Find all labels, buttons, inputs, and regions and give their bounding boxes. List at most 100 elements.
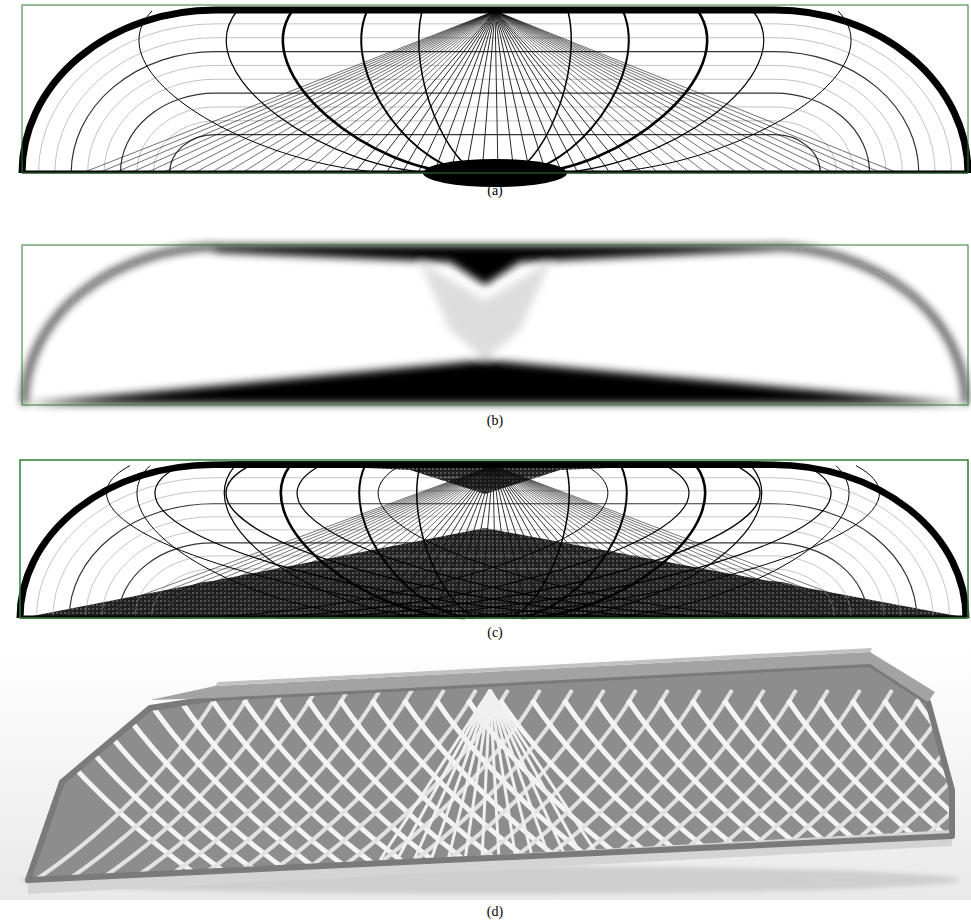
figure-stroke <box>495 11 850 173</box>
figure-stroke <box>210 11 495 173</box>
figure-stroke <box>495 11 882 173</box>
figure-stroke <box>493 466 864 618</box>
figure-stroke <box>166 466 608 618</box>
figure-stroke <box>69 504 917 618</box>
figure-stroke <box>419 11 484 173</box>
figure-stroke <box>226 11 442 173</box>
figure-stroke <box>495 11 818 173</box>
render-web <box>20 650 971 900</box>
figure-stroke <box>274 11 495 173</box>
figure-stroke <box>215 245 775 285</box>
figure-stroke <box>406 466 879 618</box>
figure-stroke <box>272 466 493 618</box>
figure-stroke <box>112 466 493 618</box>
figure-stroke <box>490 690 567 860</box>
figure-stroke <box>226 11 495 173</box>
figure-stroke <box>400 466 493 618</box>
figure-stroke <box>495 11 690 173</box>
figure-stroke <box>916 700 971 890</box>
figure-stroke <box>884 700 971 890</box>
figure-stroke <box>104 79 886 173</box>
figure-stroke <box>628 700 828 890</box>
figure-stroke <box>137 466 400 618</box>
figure-stroke <box>490 690 601 860</box>
render-ground <box>0 648 971 900</box>
figure-stroke <box>432 466 493 618</box>
figure-stroke <box>495 11 674 173</box>
figure-stroke <box>495 11 898 173</box>
figure-stroke <box>194 11 495 173</box>
figure-stroke <box>480 466 493 618</box>
figure-stroke <box>495 11 594 173</box>
figure-stroke <box>128 466 493 618</box>
figure-stroke <box>588 11 851 173</box>
design-domain <box>22 5 968 173</box>
figure-stroke <box>114 11 495 173</box>
figure-stroke <box>20 465 966 618</box>
panel-label: (a) <box>487 183 503 199</box>
figure-stroke <box>495 11 626 173</box>
figure-stroke <box>420 262 550 360</box>
figure-stroke <box>322 11 495 173</box>
figure-stroke <box>448 690 490 860</box>
figure-stroke <box>482 690 490 860</box>
top-flange-edge <box>215 648 872 686</box>
design-domain <box>20 460 968 618</box>
figure-stroke <box>24 360 966 404</box>
figure-stroke <box>226 466 689 618</box>
figure-stroke <box>820 700 971 890</box>
figure-stroke <box>418 11 495 173</box>
figure-stroke <box>506 11 571 173</box>
figure-stroke <box>297 466 760 618</box>
figure-stroke <box>24 247 217 404</box>
figure-stroke <box>548 11 764 173</box>
figure-stroke <box>495 11 706 173</box>
figure-stroke <box>660 700 860 890</box>
figure-stroke <box>495 11 642 173</box>
figure-stroke <box>490 690 533 860</box>
figure-stroke <box>495 11 754 173</box>
figure-stroke <box>98 11 495 173</box>
figure-stroke <box>107 466 580 618</box>
figure-stroke <box>80 466 493 618</box>
figure-stroke <box>290 11 495 173</box>
figure-stroke <box>495 11 770 173</box>
figure-stroke <box>370 11 495 173</box>
figure-stroke <box>495 11 658 173</box>
figure-stroke <box>102 530 884 618</box>
figure-stroke <box>756 700 956 890</box>
figure-stroke <box>724 700 924 890</box>
figure-stroke <box>55 38 935 173</box>
figure-stroke <box>276 466 760 618</box>
figure-stroke <box>130 11 495 173</box>
figure-stroke <box>493 466 832 618</box>
figure-stroke <box>495 11 802 173</box>
figure-stroke <box>397 690 490 860</box>
figure-stroke <box>490 690 584 860</box>
outer-chord <box>28 664 952 880</box>
figure-stroke <box>22 10 968 173</box>
figure-stroke <box>493 466 800 618</box>
figure-stroke <box>338 11 495 173</box>
figure-stroke <box>916 690 971 890</box>
figure-stroke <box>144 466 493 618</box>
figure-stroke <box>162 11 495 173</box>
figure-stroke <box>71 52 919 173</box>
figure-stroke <box>482 11 495 173</box>
figure-stroke <box>493 466 848 618</box>
figure-stroke <box>493 466 816 618</box>
figure-stroke <box>431 690 490 860</box>
top-flange <box>150 652 935 702</box>
design-domain <box>22 245 968 405</box>
figure-stroke <box>465 690 490 860</box>
figure-stroke <box>402 11 495 173</box>
figure-stroke <box>466 11 495 173</box>
figure-stroke <box>692 700 892 890</box>
figure-stroke <box>82 11 495 173</box>
panel-label: (c) <box>487 625 503 641</box>
figure-stroke <box>493 466 688 618</box>
figure-stroke <box>258 11 495 173</box>
figure-stroke <box>495 11 786 173</box>
figure-stroke <box>493 466 512 618</box>
